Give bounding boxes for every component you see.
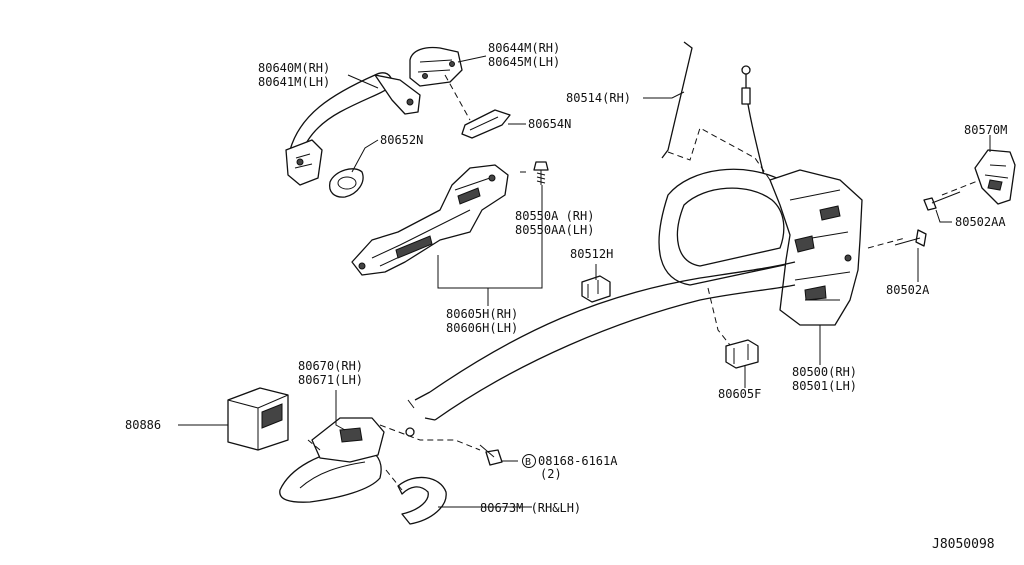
clip-80512h <box>581 275 611 303</box>
clip-80605f <box>725 339 759 369</box>
label-80670: 80670(RH) <box>298 359 363 373</box>
label-80644m: 80644M(RH) <box>488 41 560 55</box>
bolt-08168 <box>479 444 503 466</box>
label-80673m: 80673M (RH&LH) <box>480 501 581 515</box>
outside-handle-assembly <box>285 72 421 186</box>
bolt-symbol: B <box>522 454 536 468</box>
label-80640m: 80640M(RH) <box>258 61 330 75</box>
label-80514: 80514(RH) <box>566 91 631 105</box>
lock-cable <box>741 65 766 181</box>
label-80550aa: 80550AA(LH) <box>515 223 594 237</box>
callout-labels: 80640M(RH) 80641M(LH) 80644M(RH) 80645M(… <box>125 41 1007 552</box>
diagram-id: J8050098 <box>932 537 995 552</box>
label-80671: 80671(LH) <box>298 373 363 387</box>
label-bolt-part: 08168-6161A <box>538 454 618 468</box>
label-80605f: 80605F <box>718 387 761 401</box>
label-80512h: 80512H <box>570 247 613 261</box>
striker-80570m <box>974 149 1016 205</box>
gasket-80652n <box>328 168 364 198</box>
door-module-frame <box>658 168 807 286</box>
inside-handle-cables <box>405 261 796 437</box>
label-80641m: 80641M(LH) <box>258 75 330 89</box>
handle-bracket-frame <box>351 164 509 276</box>
label-80605h: 80605H(RH) <box>446 307 518 321</box>
label-80570m: 80570M <box>964 123 1007 137</box>
dashed-relation-lines <box>307 74 981 491</box>
handle-escutcheon <box>409 46 463 87</box>
label-80500: 80500(RH) <box>792 365 857 379</box>
inside-handle <box>279 417 385 503</box>
label-80654n: 80654N <box>528 117 571 131</box>
label-bolt-symbol: B <box>525 457 531 468</box>
label-80652n: 80652N <box>380 133 423 147</box>
screw-80502aa <box>923 191 961 211</box>
label-80550a: 80550A (RH) <box>515 209 594 223</box>
door-lock-actuator <box>769 169 863 326</box>
label-80606h: 80606H(LH) <box>446 321 518 335</box>
label-80501: 80501(LH) <box>792 379 857 393</box>
label-80645m: 80645M(LH) <box>488 55 560 69</box>
rod-80514 <box>661 41 693 159</box>
screw-80550a <box>533 161 549 185</box>
screw-80502a <box>894 229 927 247</box>
block-80886 <box>227 387 289 451</box>
label-80886: 80886 <box>125 418 161 432</box>
inside-escutcheon <box>397 476 447 525</box>
leader-lines <box>178 55 991 508</box>
label-80502a: 80502A <box>886 283 930 297</box>
label-80502aa: 80502AA <box>955 215 1006 229</box>
gasket-80654n <box>461 109 511 139</box>
label-bolt-qty: (2) <box>540 467 562 481</box>
